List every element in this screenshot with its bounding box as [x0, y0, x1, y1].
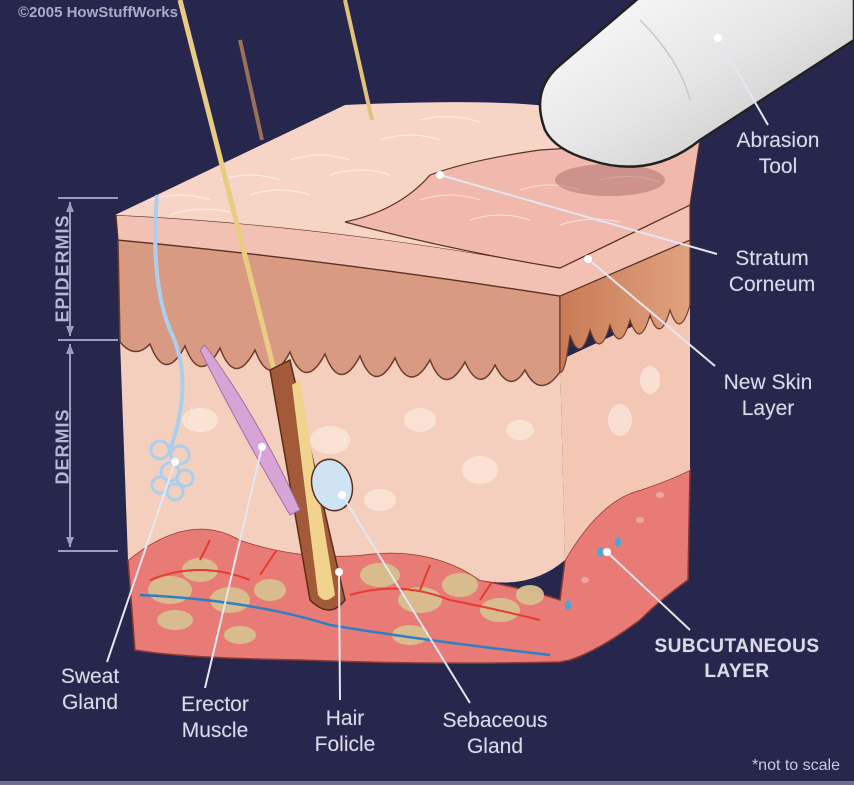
copyright-notice: ©2005 HowStuffWorks — [18, 4, 178, 21]
label-sweat-gland: Sweat Gland — [60, 665, 120, 714]
label-hair-folicle: Hair Folicle — [314, 707, 376, 756]
abrasion-tool-shape — [538, 0, 854, 168]
surface-cell-pattern — [149, 116, 661, 226]
epidermis-shape — [117, 239, 561, 387]
hair-1 — [238, 39, 264, 141]
label-subcutaneous-layer: SUBCUTANEOUS LAYER — [654, 636, 820, 682]
bottom-border — [0, 781, 854, 785]
erector-muscle-shape — [199, 344, 301, 516]
sweat-gland-duct — [153, 194, 185, 451]
subcutaneous-dots — [565, 492, 664, 610]
label-stratum-corneum: Stratum Corneum — [728, 247, 816, 296]
label-erector-muscle: Erector Muscle — [181, 693, 249, 742]
leader-dots — [171, 34, 722, 576]
not-to-scale-note: *not to scale — [751, 757, 840, 774]
dermis-texture — [182, 366, 660, 511]
dermis-scale-label: DERMIS — [52, 408, 73, 485]
label-new-skin-layer: New Skin Layer — [723, 371, 813, 420]
layer-scale-bars — [58, 197, 118, 552]
epidermis-scale-label: EPIDERMIS — [52, 214, 73, 323]
hair-2 — [343, 0, 374, 121]
label-sebaceous-gland: Sebaceous Gland — [442, 709, 548, 758]
blood-vessels — [139, 539, 551, 657]
label-abrasion-tool: Abrasion Tool — [736, 129, 820, 178]
new-skin-layer-shape — [115, 204, 691, 297]
leader-lines — [106, 37, 769, 704]
